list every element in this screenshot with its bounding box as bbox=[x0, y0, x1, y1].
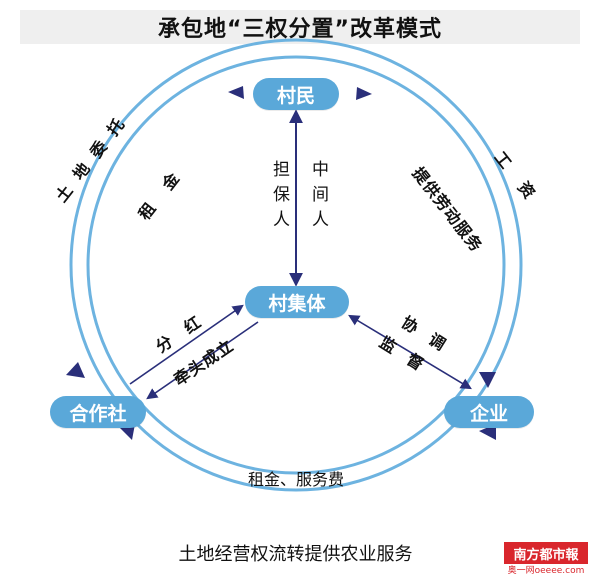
node-enterprise: 企业 bbox=[444, 396, 534, 428]
title-bar: 承包地“三权分置”改革模式 bbox=[20, 10, 580, 44]
arrow-collective-enterprise bbox=[348, 314, 472, 390]
watermark-logo-text: 南方都市報 bbox=[513, 547, 579, 563]
node-villager-label: 村民 bbox=[276, 84, 315, 107]
label-intermediary: 中间人 bbox=[308, 160, 328, 235]
label-guarantee: 担保人 bbox=[269, 160, 289, 235]
arrow-lead-establish bbox=[146, 321, 259, 400]
arrowhead-cooperative-bottom bbox=[120, 424, 135, 440]
outer-ring bbox=[69, 38, 523, 492]
watermark-sub: 奥一网oeeee.com bbox=[507, 566, 585, 576]
node-cooperative-label: 合作社 bbox=[69, 402, 127, 425]
inner-ring bbox=[86, 55, 506, 475]
watermark-logo: 南方都市報 bbox=[504, 542, 588, 564]
arrowhead-villager-left bbox=[228, 86, 244, 99]
node-enterprise-label: 企业 bbox=[469, 402, 508, 425]
arrowhead-cooperative-top bbox=[66, 362, 85, 378]
node-villager: 村民 bbox=[253, 78, 339, 110]
arrowhead-enterprise-top bbox=[479, 372, 496, 388]
arrowhead-villager-right bbox=[356, 87, 372, 100]
caption: 土地经营权流转提供农业服务 bbox=[178, 544, 413, 565]
arrowhead-enterprise-bottom bbox=[479, 424, 496, 440]
node-collective-label: 村集体 bbox=[268, 292, 326, 315]
arrow-dividend bbox=[129, 304, 244, 385]
node-cooperative: 合作社 bbox=[50, 396, 146, 428]
label-rent-service-fee: 租金、服务费 bbox=[248, 470, 345, 489]
node-collective: 村集体 bbox=[245, 286, 349, 318]
diagram-title: 承包地“三权分置”改革模式 bbox=[158, 17, 442, 42]
